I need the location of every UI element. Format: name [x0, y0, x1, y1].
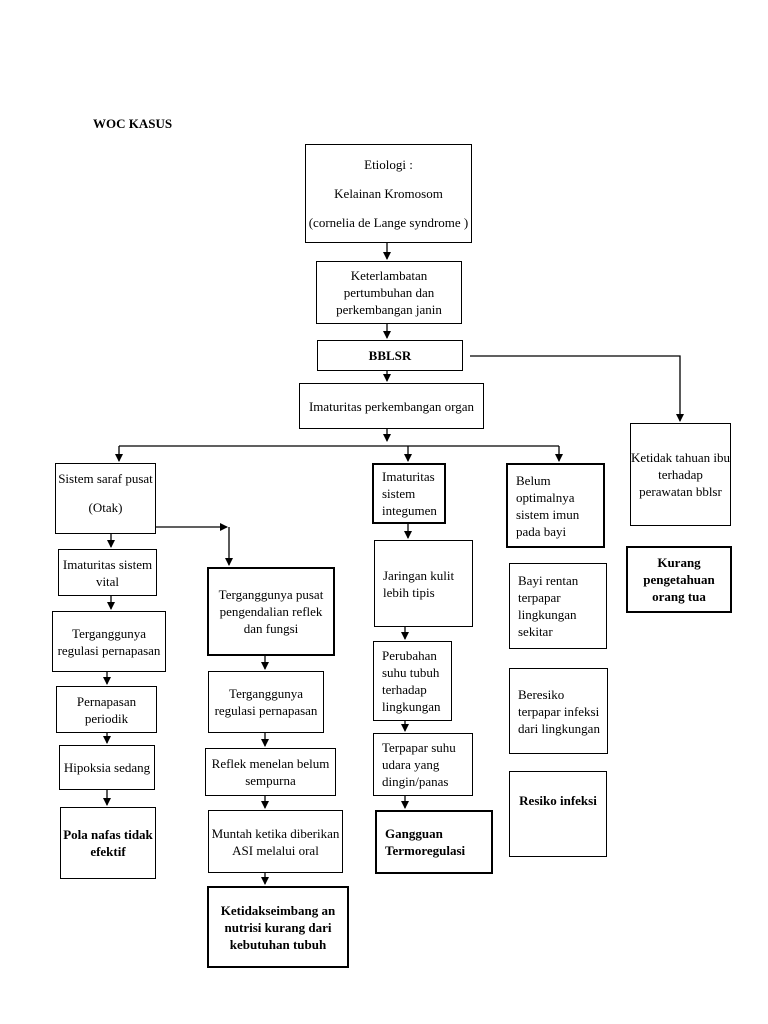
node-pernapasan-periodik: Pernapasan periodik — [56, 686, 157, 733]
node-ketidaktahuan: Ketidak tahuan ibu terhadap perawatan bb… — [630, 423, 731, 526]
etiologi-line3: (cornelia de Lange syndrome ) — [308, 215, 469, 230]
node-terganggu-regulasi-2: Terganggunya regulasi pernapasan — [208, 671, 324, 733]
node-ketidakseimbangan: Ketidakseimbang an nutrisi kurang dari k… — [207, 886, 349, 968]
diagram-title: WOC KASUS — [93, 116, 173, 131]
etiologi-line2: Kelainan Kromosom — [334, 186, 443, 201]
node-gangguan-termoregulasi: Gangguan Termoregulasi — [375, 810, 493, 874]
node-jaringan-kulit: Jaringan kulit lebih tipis — [374, 540, 473, 627]
node-bayi-rentan: Bayi rentan terpapar lingkungan sekitar — [509, 563, 607, 649]
node-reflek-menelan: Reflek menelan belum sempurna — [205, 748, 336, 796]
etiologi-label: Etiologi : — [364, 157, 413, 172]
node-bblsr: BBLSR — [317, 340, 463, 371]
node-hipoksia: Hipoksia sedang — [59, 745, 155, 790]
node-belum-optimal: Belum optimalnya sistem imun pada bayi — [506, 463, 605, 548]
node-beresiko: Beresiko terpapar infeksi dari lingkunga… — [509, 668, 608, 754]
arrow-bblsr-ketidaktahuan — [470, 355, 684, 422]
node-imaturitas-integumen: Imaturitas sistem integumen — [372, 463, 446, 524]
sistem-saraf-line1: Sistem saraf pusat — [58, 471, 153, 486]
node-terganggu-regulasi-1: Terganggunya regulasi pernapasan — [52, 611, 166, 672]
node-sistem-saraf: Sistem saraf pusat (Otak) — [55, 463, 156, 534]
node-etiologi: Etiologi : Kelainan Kromosom (cornelia d… — [305, 144, 472, 243]
node-muntah: Muntah ketika diberikan ASI melalui oral — [208, 810, 343, 873]
node-terganggu-pusat: Terganggunya pusat pengendalian reflek d… — [207, 567, 335, 656]
node-keterlambatan: Keterlambatan pertumbuhan dan perkembang… — [316, 261, 462, 324]
sistem-saraf-line2: (Otak) — [88, 500, 123, 515]
node-kurang-pengetahuan: Kurang pengetahuan orang tua — [626, 546, 732, 613]
node-pola-nafas: Pola nafas tidak efektif — [60, 807, 156, 879]
node-imaturitas-vital: Imaturitas sistem vital — [58, 549, 157, 596]
node-imaturitas-organ: Imaturitas perkembangan organ — [299, 383, 484, 429]
node-perubahan-suhu: Perubahan suhu tubuh terhadap lingkungan — [373, 641, 452, 721]
node-resiko-infeksi: Resiko infeksi — [509, 771, 607, 857]
node-terpapar-suhu: Terpapar suhu udara yang dingin/panas — [373, 733, 473, 796]
